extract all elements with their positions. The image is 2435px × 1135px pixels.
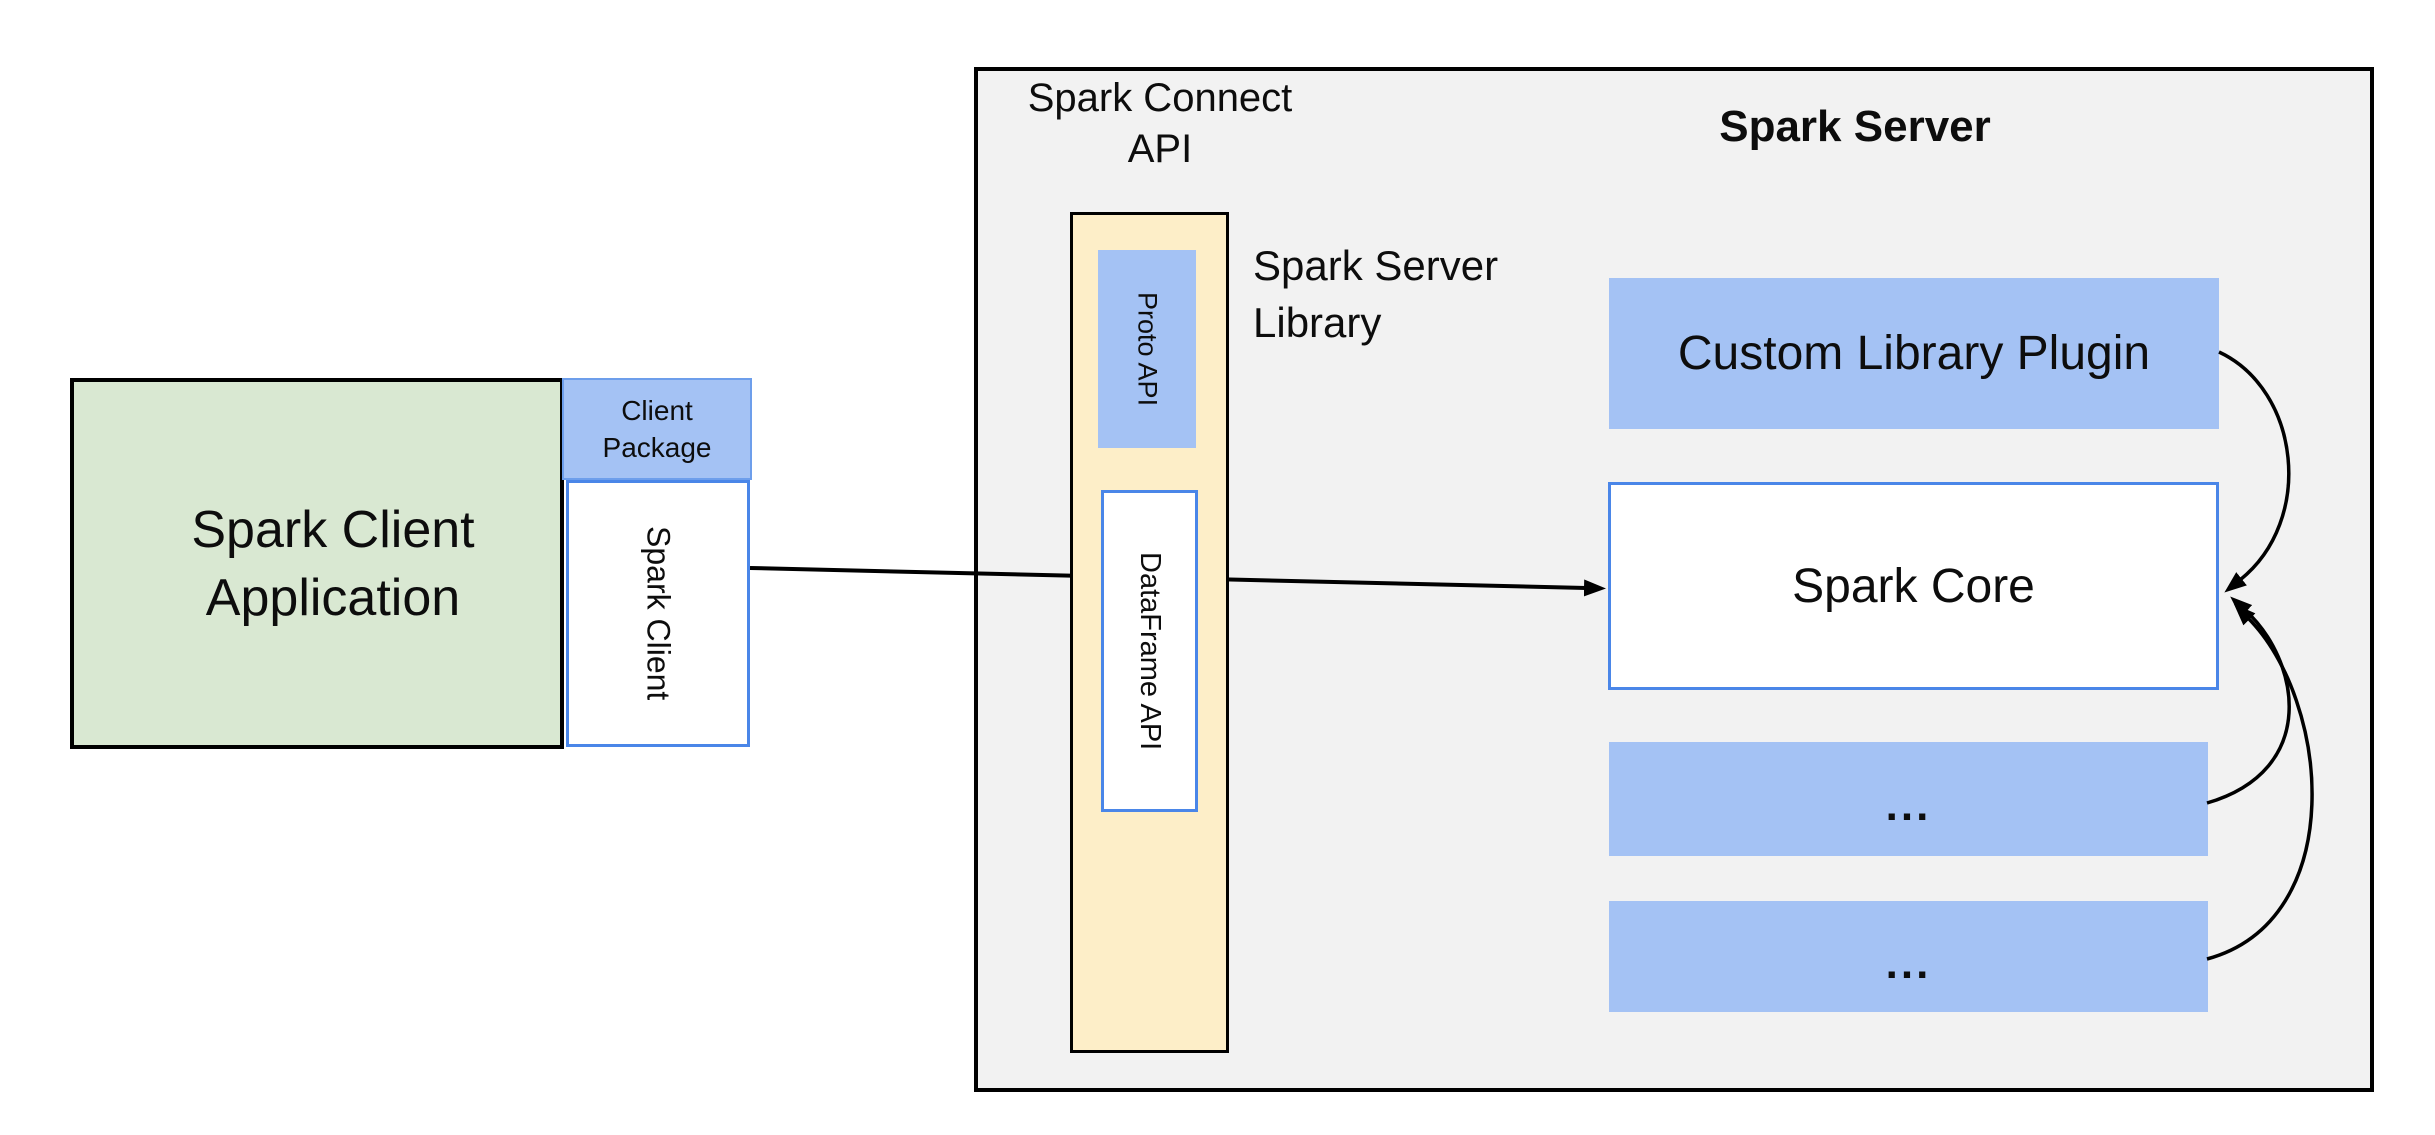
plugin-slot-2-box: ... [1609, 901, 2208, 1012]
spark-core-label: Spark Core [1792, 559, 2035, 613]
custom-library-plugin-label: Custom Library Plugin [1677, 327, 2151, 380]
spark-client-application-label: Spark Client Application [191, 500, 475, 627]
proto-api-box: Proto API [1098, 250, 1196, 448]
spark-server-library-box: Proto API DataFrame API [1070, 212, 1229, 1053]
plugin-slot-2-label: ... [1885, 938, 1932, 988]
plugin-slot-1-box: ... [1609, 742, 2208, 856]
spark-client-application-box: Spark Client Application [70, 378, 564, 749]
dataframe-api-label: DataFrame API [1134, 551, 1166, 751]
spark-client-box: Spark Client [566, 480, 750, 747]
client-package-box: Client Package [562, 378, 752, 480]
spark-core-box: Spark Core [1608, 482, 2219, 690]
plugin-slot-1-label: ... [1885, 781, 1932, 830]
spark-client-label: Spark Client [640, 526, 677, 701]
spark-server-title: Spark Server [1719, 102, 1991, 151]
custom-library-plugin-box: Custom Library Plugin [1609, 278, 2219, 429]
spark-server-library-label: Spark Server Library [1253, 242, 1499, 346]
dataframe-api-box: DataFrame API [1101, 490, 1198, 812]
client-package-label: Client Package [602, 395, 712, 463]
spark-connect-api-label: Spark Connect API [1027, 76, 1293, 171]
proto-api-label: Proto API [1132, 291, 1163, 407]
